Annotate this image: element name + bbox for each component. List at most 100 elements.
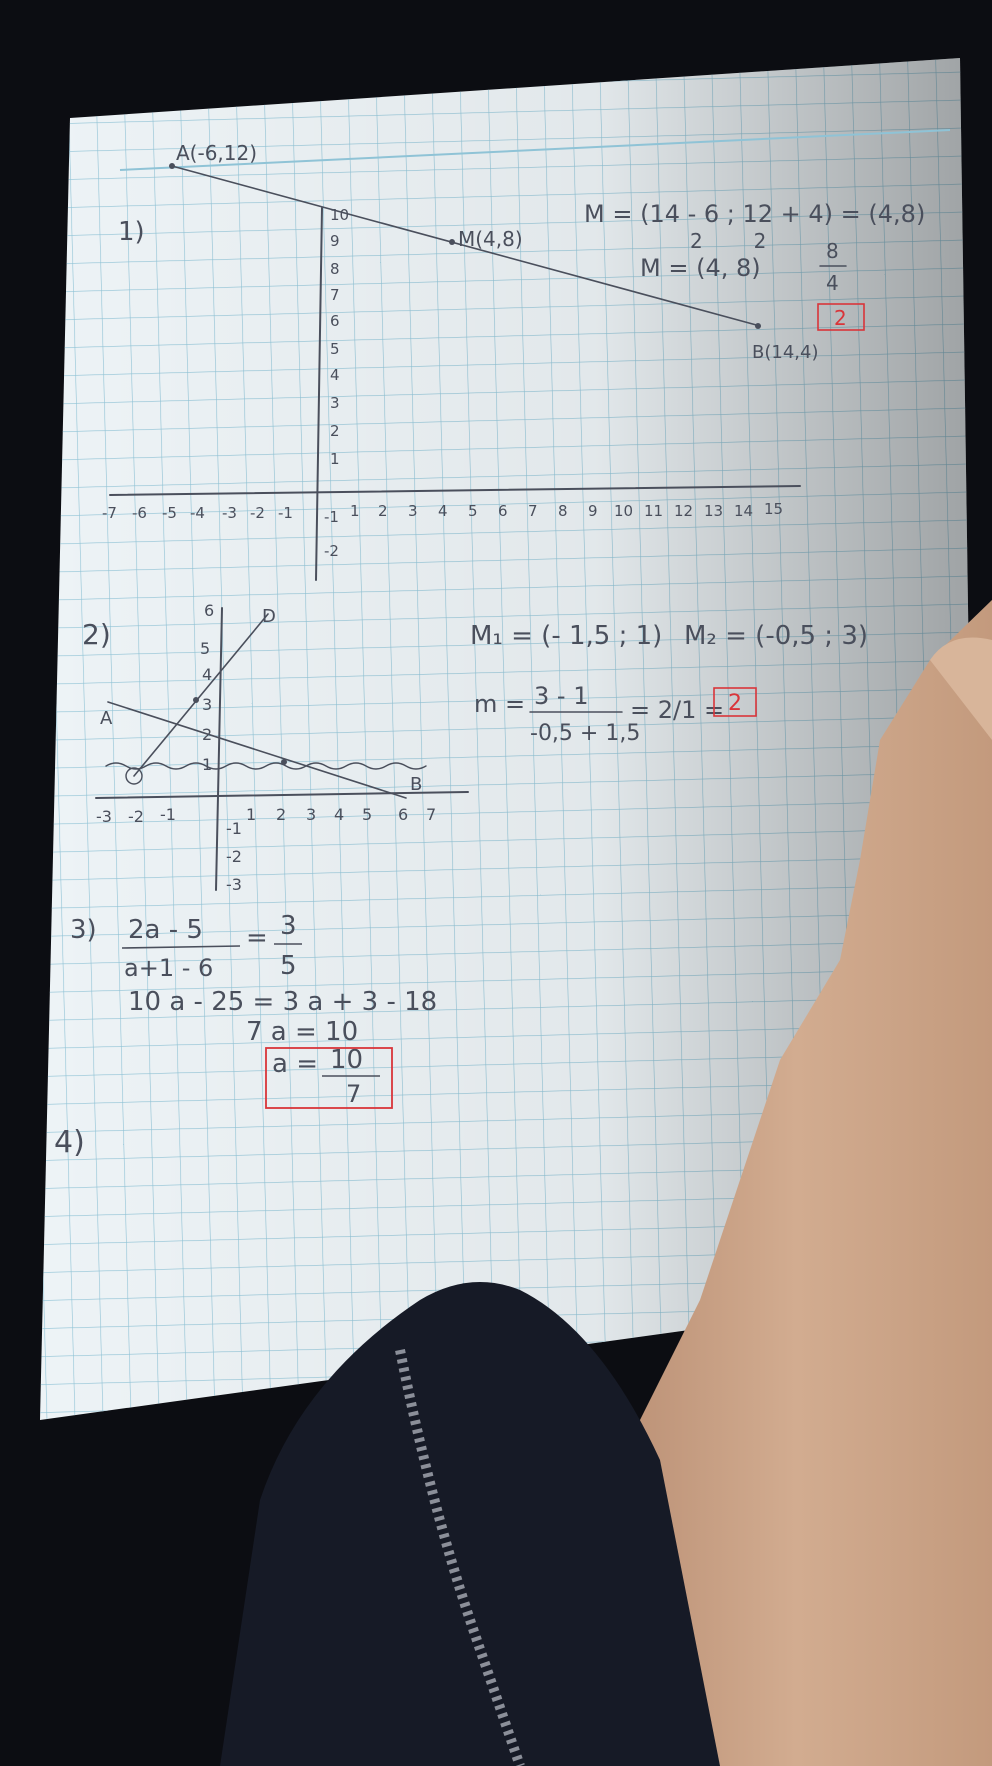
- svg-text:-2: -2: [128, 807, 144, 826]
- p2-y-axis: [215, 607, 223, 891]
- svg-text:4: 4: [438, 502, 448, 520]
- svg-text:13: 13: [704, 502, 723, 520]
- svg-text:3: 3: [408, 502, 418, 520]
- svg-text:9: 9: [330, 232, 340, 250]
- p3-rhs-num: 3: [280, 911, 297, 941]
- p2-segment-cd: [133, 613, 269, 777]
- p2-slope-prefix: m =: [474, 690, 525, 718]
- p3-line2: 10 a - 25 = 3 a + 3 - 18: [128, 987, 437, 1017]
- p3-answer-box: [265, 1047, 393, 1109]
- p3-lhs-den: a+1 - 6: [124, 954, 213, 982]
- svg-text:-1: -1: [278, 504, 293, 522]
- svg-text:6: 6: [398, 805, 408, 824]
- svg-text:6: 6: [498, 502, 508, 520]
- svg-text:11: 11: [644, 502, 663, 520]
- problem-2: 2) -3 -2 -1 1 2 3 4 5 6 7 6 5 4 3 2 1 -1…: [82, 601, 868, 894]
- p1-point-a: [169, 163, 175, 169]
- p1-x-tick-labels: -7 -6 -5 -4 -3 -2 -1 1 2 3 4 5 6 7 8 9 1…: [102, 500, 783, 522]
- problem-3-number: 3): [70, 915, 97, 945]
- p1-m-result: M = (4, 8): [640, 254, 761, 282]
- svg-text:1: 1: [202, 755, 212, 774]
- svg-text:-6: -6: [132, 504, 147, 522]
- svg-text:5: 5: [200, 639, 210, 658]
- svg-text:3: 3: [202, 695, 212, 714]
- problem-3: 3) 2a - 5 a+1 - 6 = 3 5 10 a - 25 = 3 a …: [70, 911, 437, 1109]
- p1-point-m: [449, 239, 455, 245]
- p1-label-m: M(4,8): [458, 227, 523, 251]
- svg-text:15: 15: [764, 500, 783, 518]
- svg-text:12: 12: [674, 502, 693, 520]
- p3-rhs-den: 5: [280, 951, 297, 981]
- p2-wavy-line: [105, 762, 427, 770]
- svg-text:1: 1: [330, 450, 340, 468]
- p2-boxed-answer: 2: [728, 691, 742, 716]
- svg-text:9: 9: [588, 502, 598, 520]
- svg-text:7: 7: [330, 286, 340, 304]
- p2-label-a: A: [100, 708, 113, 729]
- svg-text:-2: -2: [226, 847, 242, 866]
- p3-lhs-num: 2a - 5: [128, 915, 203, 945]
- svg-text:5: 5: [330, 340, 340, 358]
- p2-m1: M₁ = (- 1,5 ; 1): [470, 621, 662, 651]
- svg-text:7: 7: [528, 502, 538, 520]
- p3-answer-den: 7: [346, 1080, 361, 1108]
- problem-1: 1) -7 -6 -5 -4 -3 -2 -1 1 2 3 4 5 6 7 8 …: [102, 141, 925, 581]
- p2-slope-num: 3 - 1: [534, 682, 588, 710]
- p1-y-axis: [315, 207, 323, 581]
- p2-segment-ab: [107, 701, 407, 799]
- problem-1-number: 1): [118, 217, 145, 247]
- svg-text:-3: -3: [226, 875, 242, 894]
- p1-boxed-answer: 2: [834, 306, 847, 330]
- p1-point-b: [755, 323, 761, 329]
- svg-text:-4: -4: [190, 504, 205, 522]
- svg-text:-7: -7: [102, 504, 117, 522]
- svg-text:1: 1: [350, 502, 360, 520]
- svg-text:7: 7: [426, 805, 436, 824]
- p2-m2: M₂ = (-0,5 ; 3): [684, 621, 868, 651]
- p3-line3: 7 a = 10: [246, 1017, 358, 1047]
- svg-text:-1: -1: [160, 805, 176, 824]
- p3-answer-num: 10: [330, 1045, 363, 1075]
- svg-text:6: 6: [204, 601, 214, 620]
- p2-answer-box: [713, 687, 757, 717]
- p2-label-b: B: [410, 774, 422, 795]
- svg-text:-2: -2: [250, 504, 265, 522]
- svg-text:4: 4: [330, 366, 340, 384]
- p1-label-b: B(14,4): [752, 342, 818, 363]
- p2-slope-den: -0,5 + 1,5: [530, 721, 640, 746]
- p1-answer-box: [817, 303, 865, 331]
- svg-text:8: 8: [558, 502, 568, 520]
- p3-equals: =: [246, 923, 268, 953]
- svg-text:1: 1: [246, 805, 256, 824]
- svg-text:8: 8: [330, 260, 340, 278]
- svg-text:6: 6: [330, 312, 340, 330]
- svg-text:2: 2: [378, 502, 388, 520]
- svg-text:-3: -3: [222, 504, 237, 522]
- svg-text:5: 5: [362, 805, 372, 824]
- hand: [600, 600, 992, 1766]
- svg-text:-1: -1: [226, 819, 242, 838]
- svg-text:-1: -1: [324, 508, 339, 526]
- p1-y-tick-labels: 10 9 8 7 6 5 4 3 2 1 -1 -2: [324, 206, 349, 560]
- svg-text:3: 3: [306, 805, 316, 824]
- svg-text:2: 2: [276, 805, 286, 824]
- problem-4-number: 4): [54, 1125, 85, 1160]
- svg-text:2: 2: [330, 422, 340, 440]
- p3-answer-prefix: a =: [272, 1049, 318, 1079]
- problem-2-number: 2): [82, 618, 111, 651]
- p2-slope-mid: = 2/1 =: [630, 696, 724, 724]
- svg-text:14: 14: [734, 502, 753, 520]
- svg-text:10: 10: [330, 206, 349, 224]
- p1-x-axis: [109, 485, 801, 496]
- svg-text:10: 10: [614, 502, 633, 520]
- p2-x-axis: [95, 791, 469, 799]
- p1-fraction-num: 8: [826, 239, 839, 263]
- svg-text:-5: -5: [162, 504, 177, 522]
- p1-segment-ab: [171, 165, 761, 327]
- svg-text:3: 3: [330, 394, 340, 412]
- svg-text:-2: -2: [324, 542, 339, 560]
- p1-label-a: A(-6,12): [176, 141, 257, 165]
- p1-fraction-den: 4: [826, 271, 839, 295]
- sleeve: [220, 1282, 720, 1766]
